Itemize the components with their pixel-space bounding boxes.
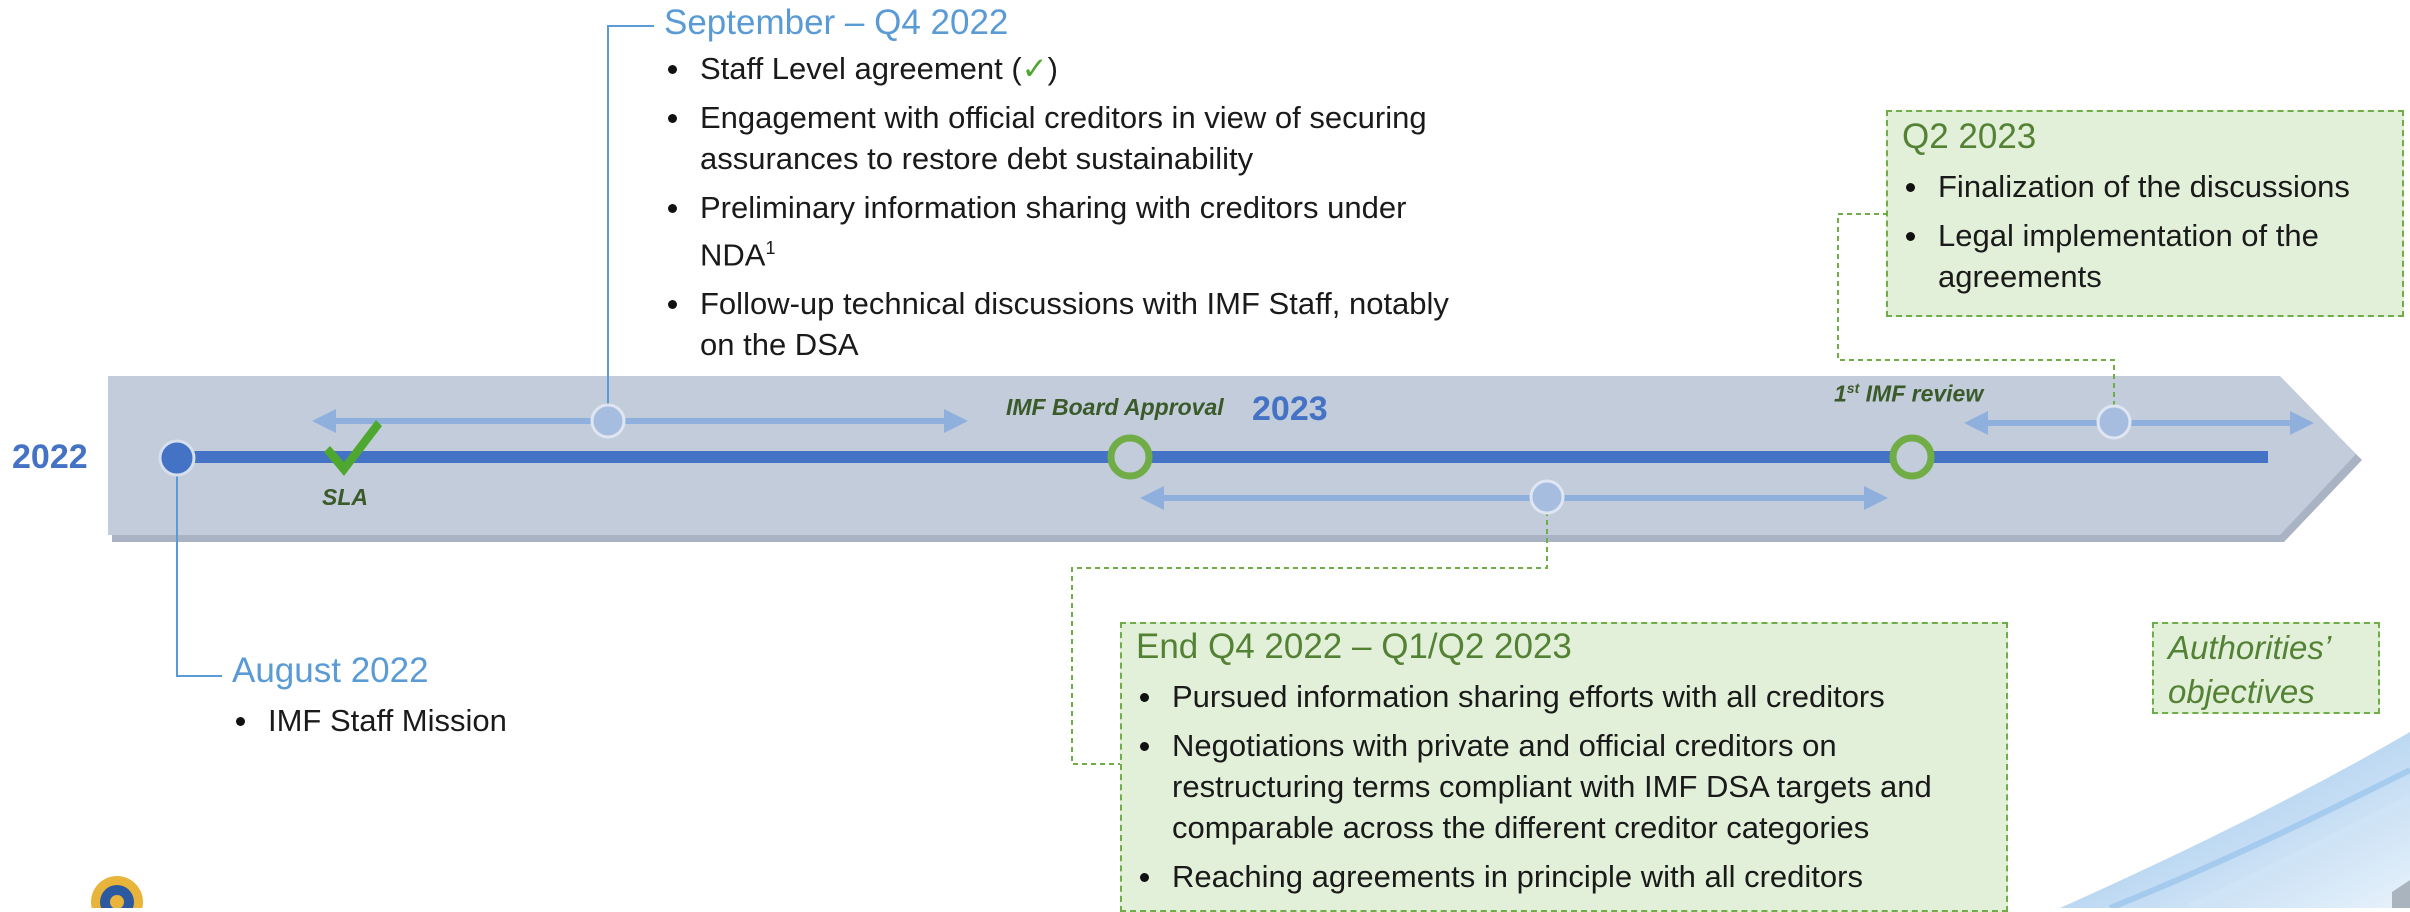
end-q4-2022-title: End Q4 2022 – Q1/Q2 2023	[1136, 627, 1572, 666]
year-2023-label: 2023	[1252, 390, 1328, 428]
footnote-marker: 1	[765, 238, 776, 258]
emblem-icon	[91, 876, 143, 908]
august-2022-title: August 2022	[232, 651, 429, 690]
check-icon	[324, 420, 382, 476]
september-q4-2022-title: September – Q4 2022	[664, 3, 1009, 42]
arrow-q2-2023	[1964, 411, 2314, 435]
list-item: Preliminary information sharing with cre…	[664, 187, 1464, 275]
list-item: Legal implementation of the agreements	[1902, 215, 2388, 297]
node-2022-start	[158, 439, 196, 477]
sla-item-text: Staff Level agreement (	[700, 51, 1022, 86]
node-end-q4	[1529, 479, 1565, 515]
list-item: Staff Level agreement (✓)	[664, 48, 1464, 89]
end-q4-2022-box: End Q4 2022 – Q1/Q2 2023 Pursued informa…	[1120, 622, 2008, 912]
board-approval-label: IMF Board Approval	[1006, 394, 1224, 420]
list-item: Reaching agreements in principle with al…	[1136, 856, 1992, 897]
august-2022-block: August 2022 IMF Staff Mission	[232, 650, 792, 741]
year-2022-label: 2022	[12, 438, 88, 476]
connector-end-q4	[1071, 511, 1548, 765]
september-q4-2022-list: Staff Level agreement (✓) Engagement wit…	[664, 48, 1464, 365]
connector-august	[176, 466, 222, 677]
sla-label: SLA	[322, 484, 368, 510]
first-review-text: IMF review	[1859, 380, 1984, 407]
first-review-num: 1	[1834, 380, 1847, 407]
september-q4-2022-block: September – Q4 2022 Staff Level agreemen…	[664, 2, 1464, 365]
list-item: Engagement with official creditors in vi…	[664, 97, 1464, 179]
august-2022-list: IMF Staff Mission	[232, 700, 792, 741]
first-review-sup: st	[1846, 380, 1860, 396]
list-item: Pursued information sharing efforts with…	[1136, 676, 1992, 717]
list-item: Finalization of the discussions	[1902, 166, 2388, 207]
q2-2023-box: Q2 2023 Finalization of the discussions …	[1886, 110, 2404, 317]
check-mark-icon: ✓	[1021, 51, 1048, 86]
legend-line-1: Authorities’	[2168, 629, 2332, 666]
milestone-board-approval	[1107, 434, 1153, 480]
q2-2023-title: Q2 2023	[1902, 117, 2037, 156]
connector-q2-2023	[1837, 213, 2115, 406]
arrow-end-q4	[1140, 486, 1888, 510]
authorities-objectives-legend: Authorities’ objectives	[2152, 622, 2380, 714]
milestone-first-review	[1889, 434, 1935, 480]
q2-2023-list: Finalization of the discussions Legal im…	[1902, 166, 2388, 297]
list-item: Follow-up technical discussions with IMF…	[664, 283, 1464, 365]
timeline-main-line	[176, 451, 2268, 463]
wave-decoration	[2060, 732, 2410, 908]
nda-item-text: Preliminary information sharing with cre…	[700, 190, 1407, 273]
node-sept	[590, 403, 626, 439]
connector-september	[607, 25, 654, 406]
arrow-sept-q4	[312, 409, 968, 433]
end-q4-2022-list: Pursued information sharing efforts with…	[1136, 676, 1992, 897]
legend-line-2: objectives	[2168, 673, 2315, 710]
sla-item-close: )	[1047, 51, 1058, 86]
node-q2-2023	[2096, 404, 2132, 440]
list-item: IMF Staff Mission	[232, 700, 792, 741]
list-item: Negotiations with private and official c…	[1136, 725, 1992, 848]
first-review-label: 1st IMF review	[1834, 380, 1983, 408]
